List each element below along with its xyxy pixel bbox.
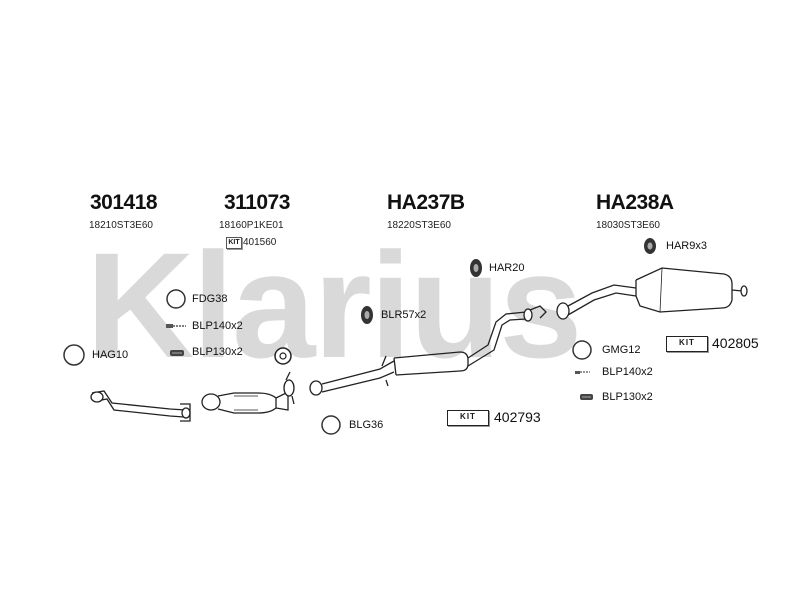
rear-silencer-drawing: [556, 267, 748, 320]
flange-icon: [274, 347, 292, 365]
part-number-HA237B: HA237B: [387, 191, 465, 214]
oem-ref-301418: 18210ST3E60: [89, 220, 153, 231]
ring-icon: [63, 344, 85, 366]
part-label-blg36: BLG36: [349, 419, 384, 431]
front-pipe-drawing: [90, 390, 191, 422]
kit-ref-401560: 401560: [243, 237, 277, 248]
kit-icon-center: KIT: [447, 410, 489, 426]
part-label-har9: HAR9x3: [666, 240, 707, 252]
kit-number-center: 402793: [494, 409, 541, 425]
part-label-blp130-left: BLP130x2: [192, 346, 243, 358]
kit-number-right: 402805: [712, 335, 759, 351]
bolt-icon-right: [575, 371, 590, 374]
kit-icon-right: KIT: [666, 336, 708, 352]
part-label-blp130-right: BLP130x2: [602, 391, 653, 403]
part-label-blp140-right: BLP140x2: [602, 366, 653, 378]
clamp-icon: [170, 350, 184, 356]
gasket-ring-icon: [572, 340, 592, 360]
part-number-HA238A: HA238A: [596, 191, 674, 214]
kit-icon-small: KIT: [226, 237, 242, 249]
part-label-gmg12: GMG12: [602, 344, 641, 356]
part-label-blp140-left: BLP140x2: [192, 320, 243, 332]
part-label-fdg38: FDG38: [192, 293, 228, 305]
part-number-301418: 301418: [90, 191, 158, 214]
oem-ref-311073: 18160P1KE01: [219, 220, 284, 231]
rubber-mount-icon: [361, 306, 373, 324]
hanger-icon-small: [644, 238, 656, 254]
gasket-ring-icon-bottom: [321, 415, 341, 435]
center-silencer-drawing: [309, 305, 547, 396]
part-label-blr57: BLR57x2: [381, 309, 427, 321]
clamp-icon-right: [580, 394, 593, 400]
hanger-icon: [470, 259, 482, 277]
catalytic-converter-drawing: [201, 371, 295, 414]
oem-ref-HA237B: 18220ST3E60: [387, 220, 451, 231]
bolt-icon: [166, 324, 186, 328]
part-label-hag10: HAG10: [92, 349, 129, 361]
part-label-har20: HAR20: [489, 262, 525, 274]
gasket-icon: [166, 289, 186, 309]
part-number-311073: 311073: [224, 191, 290, 214]
oem-ref-HA238A: 18030ST3E60: [596, 220, 660, 231]
